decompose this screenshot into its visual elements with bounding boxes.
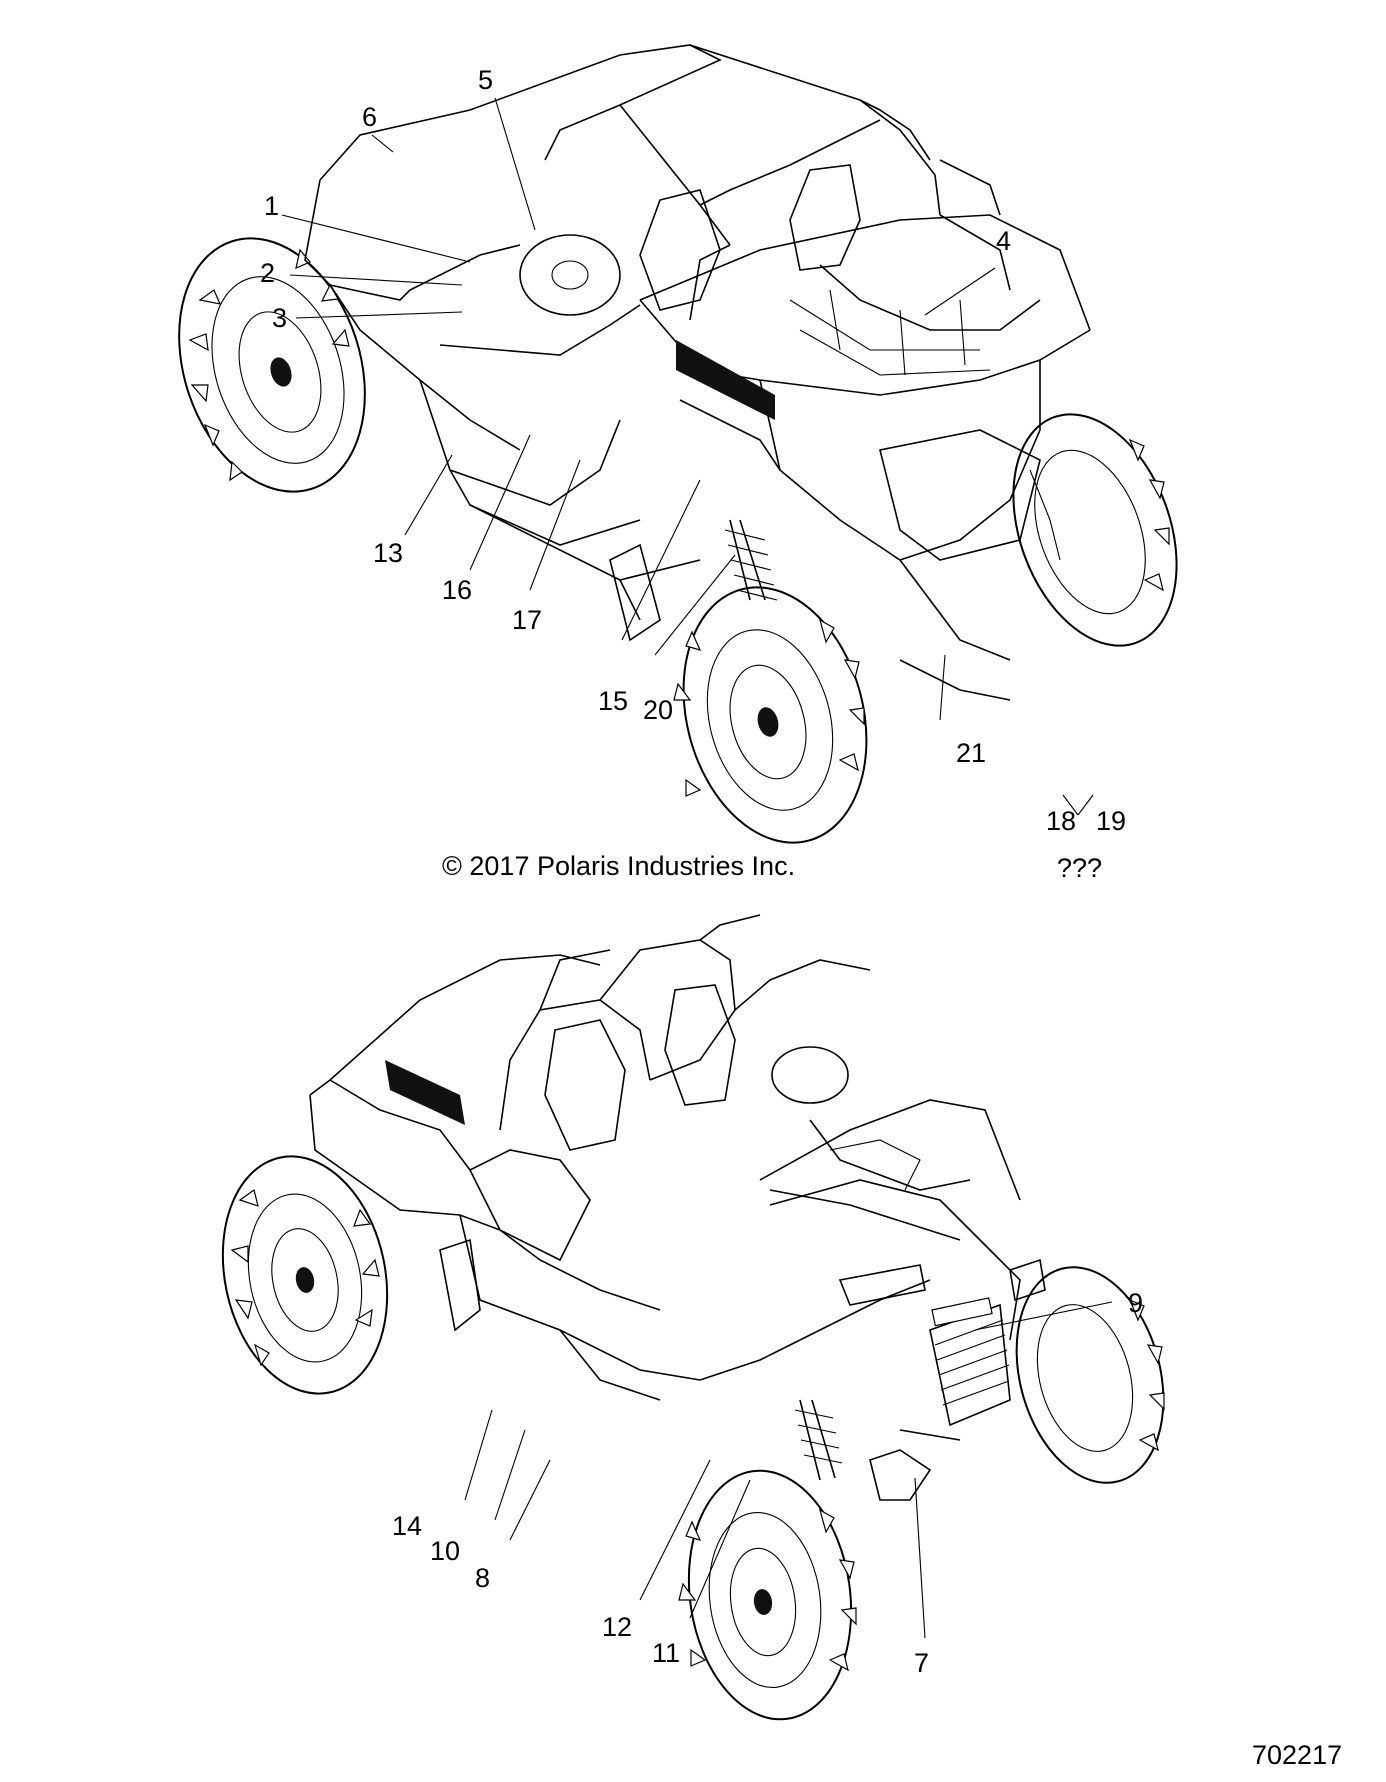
callout-7: 7 [914, 1648, 930, 1678]
callout-16: 16 [442, 575, 473, 605]
callout-2: 2 [260, 258, 276, 288]
callout-11: 11 [652, 1638, 681, 1668]
wheel-top-front [673, 586, 868, 844]
wheel-bottom-right [1015, 1266, 1165, 1484]
unknown-part-mark: ??? [1057, 853, 1103, 883]
wheel-bottom-left [221, 1155, 389, 1395]
document-number: 702217 [1252, 1740, 1343, 1770]
callout-12: 12 [602, 1612, 633, 1642]
callout-15: 15 [598, 686, 629, 716]
callout-10: 10 [430, 1536, 461, 1566]
wheel-top-right [1012, 413, 1178, 647]
callout-21: 21 [956, 738, 987, 768]
callout-19: 19 [1096, 806, 1127, 836]
callout-4: 4 [996, 226, 1012, 256]
copyright-notice: © 2017 Polaris Industries Inc. [442, 851, 796, 881]
callout-18: 18 [1046, 806, 1077, 836]
callout-17: 17 [512, 605, 543, 635]
wheel-top-left [178, 237, 366, 493]
callout-3: 3 [272, 303, 288, 333]
callout-14: 14 [392, 1511, 423, 1541]
wheel-bottom-front [678, 1469, 857, 1721]
callout-5: 5 [478, 65, 494, 95]
callout-13: 13 [373, 538, 404, 568]
callout-9: 9 [1128, 1288, 1144, 1318]
callout-20: 20 [643, 695, 674, 725]
callout-1: 1 [264, 191, 280, 221]
vehicle-front-view [221, 914, 1165, 1721]
callout-6: 6 [362, 102, 378, 132]
callout-8: 8 [475, 1563, 491, 1593]
leader-lines [281, 97, 1113, 1639]
vehicle-rear-view [178, 44, 1178, 844]
